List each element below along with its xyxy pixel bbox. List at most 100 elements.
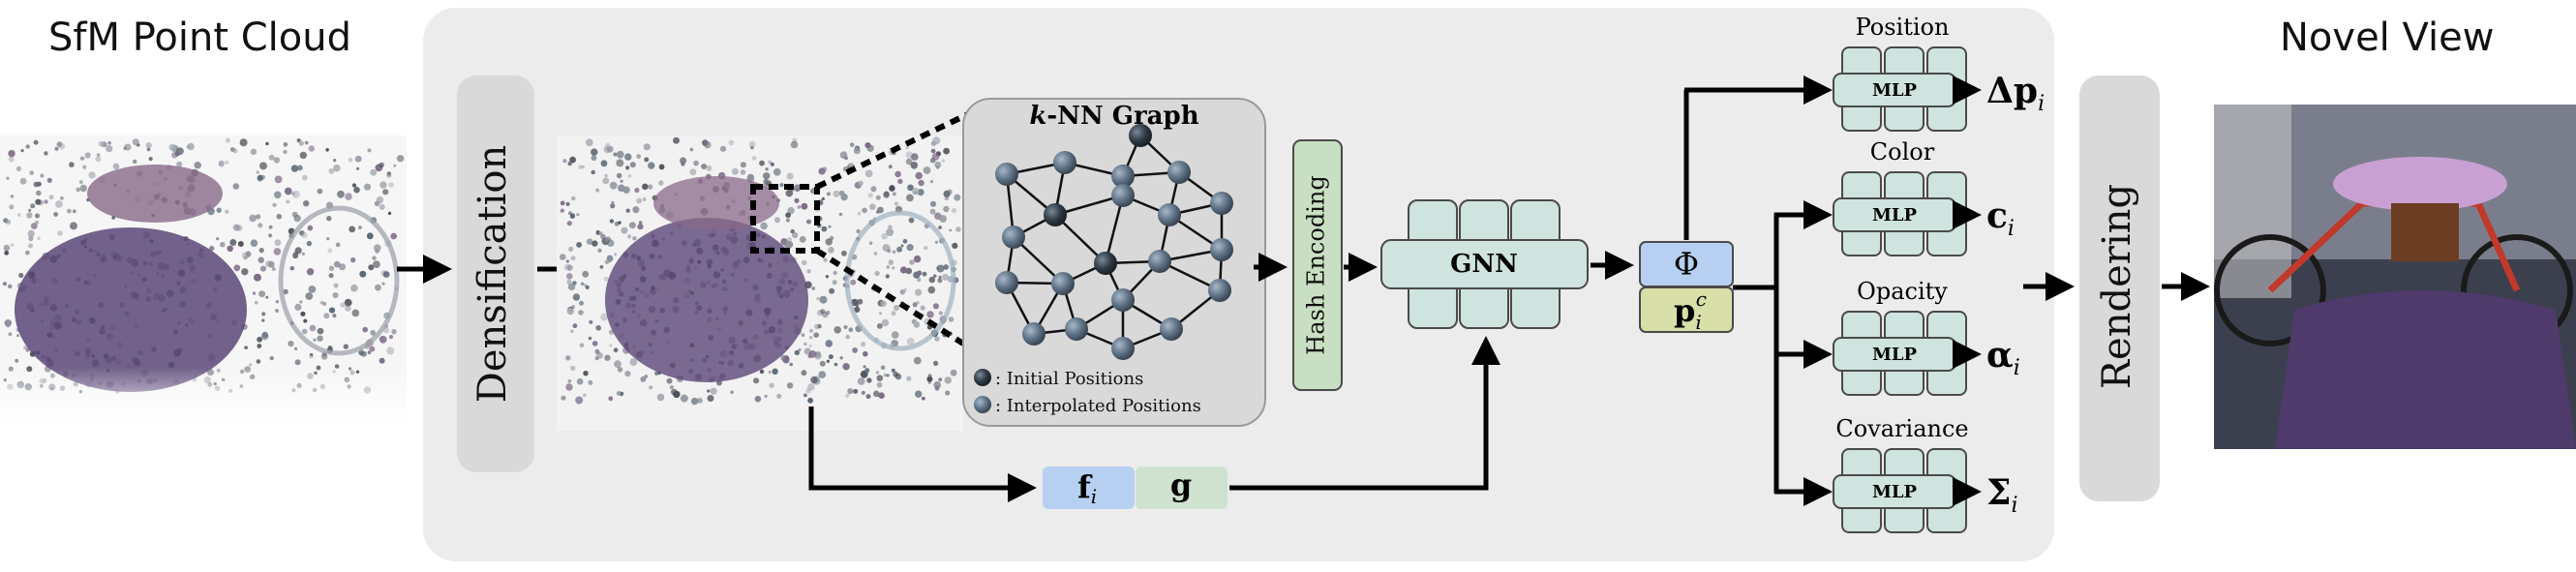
point-cloud-point <box>825 275 830 279</box>
head-output: αi <box>1986 335 2020 380</box>
point-cloud-point <box>636 197 643 204</box>
point-cloud-point <box>591 341 598 346</box>
point-cloud-point <box>8 156 15 163</box>
point-cloud-point <box>886 374 890 377</box>
point-cloud-point <box>609 181 618 190</box>
point-cloud-point <box>773 167 781 176</box>
dense-plant <box>653 176 779 230</box>
point-cloud-point <box>625 166 630 170</box>
point-cloud-point <box>909 259 915 265</box>
point-cloud-point <box>36 190 42 196</box>
point-cloud-point <box>5 219 12 225</box>
point-cloud-point <box>351 309 360 317</box>
point-cloud-point <box>609 344 613 347</box>
point-cloud-point <box>293 214 301 223</box>
point-cloud-point <box>832 280 837 286</box>
point-cloud-point <box>706 165 712 171</box>
point-cloud-point <box>350 284 358 292</box>
point-cloud-point <box>888 165 893 169</box>
point-cloud-point <box>680 394 688 403</box>
knn-interpolated-node <box>995 271 1018 294</box>
p-color-symbol: p <box>1674 292 1695 329</box>
point-cloud-point <box>658 180 664 186</box>
point-cloud-point <box>816 296 820 301</box>
point-cloud-point <box>950 369 957 376</box>
zoom-line-bottom <box>815 248 965 346</box>
mlp-label: MLP <box>1872 205 1918 226</box>
point-cloud-point <box>591 169 595 175</box>
point-cloud-point <box>304 140 309 145</box>
point-cloud-point <box>902 238 908 244</box>
point-cloud-point <box>248 363 253 367</box>
point-cloud-point <box>843 324 848 330</box>
point-cloud-point <box>572 323 578 329</box>
point-cloud-point <box>309 354 314 359</box>
point-cloud-point <box>608 258 612 263</box>
point-cloud-point <box>918 179 924 187</box>
point-cloud-point <box>913 321 921 328</box>
point-cloud-point <box>813 323 820 330</box>
f-feature-box <box>1043 467 1135 509</box>
point-cloud-point <box>644 157 650 163</box>
point-cloud-point <box>133 159 137 165</box>
hash-encoding-label: Hash Encoding <box>1303 175 1330 354</box>
point-cloud-point <box>673 136 680 144</box>
point-cloud-point <box>255 214 261 220</box>
point-cloud-point <box>252 291 257 295</box>
point-cloud-point <box>786 382 794 389</box>
point-cloud-point <box>333 159 337 163</box>
point-cloud-point <box>307 225 314 231</box>
point-cloud-point <box>939 215 947 223</box>
point-cloud-point <box>841 250 847 256</box>
point-cloud-point <box>943 205 950 213</box>
point-cloud-point <box>862 207 867 214</box>
mlp-label: MLP <box>1872 482 1918 502</box>
point-cloud-point <box>572 293 581 301</box>
point-cloud-point <box>171 152 178 159</box>
point-cloud-point <box>96 153 101 157</box>
point-cloud-point <box>333 283 339 288</box>
point-cloud-point <box>571 305 575 309</box>
point-cloud-point <box>55 200 63 208</box>
point-cloud-point <box>591 148 598 156</box>
point-cloud-point <box>567 379 572 383</box>
point-cloud-point <box>258 256 264 263</box>
point-cloud-point <box>349 226 356 233</box>
point-cloud-point <box>344 298 352 307</box>
point-cloud-point <box>106 145 113 153</box>
point-cloud-point <box>874 270 880 277</box>
point-cloud-point <box>25 250 30 256</box>
point-cloud-point <box>271 266 276 271</box>
point-cloud-point <box>370 329 377 336</box>
point-cloud-point <box>107 140 111 145</box>
point-cloud-point <box>865 394 871 400</box>
f-feature-symbol: f <box>1077 468 1093 505</box>
point-cloud-point <box>680 157 687 165</box>
point-cloud-point <box>273 157 281 164</box>
point-cloud-point <box>275 300 280 304</box>
point-cloud-point <box>801 333 805 338</box>
point-cloud-point <box>8 332 13 337</box>
point-cloud-point <box>84 152 91 159</box>
point-cloud-point <box>274 239 282 247</box>
point-cloud-point <box>629 358 638 367</box>
point-cloud-point <box>6 176 10 180</box>
point-cloud-point <box>136 143 140 147</box>
point-cloud-point <box>854 306 861 313</box>
point-cloud-point <box>28 208 32 212</box>
point-cloud-point <box>37 236 41 240</box>
point-cloud-point <box>256 359 261 364</box>
point-cloud-point <box>598 231 603 236</box>
point-cloud-point <box>930 148 936 154</box>
point-cloud-point <box>209 245 215 252</box>
knn-graph-edge <box>1054 214 1106 264</box>
point-cloud-point <box>730 390 734 395</box>
point-cloud-point <box>863 365 866 369</box>
point-cloud-point <box>885 274 890 279</box>
point-cloud-point <box>354 155 362 163</box>
point-cloud-point <box>894 201 899 206</box>
p-color-subscript: i <box>1695 311 1701 334</box>
point-cloud-point <box>632 206 640 214</box>
point-cloud-point <box>642 196 647 201</box>
point-cloud-point <box>232 148 238 154</box>
